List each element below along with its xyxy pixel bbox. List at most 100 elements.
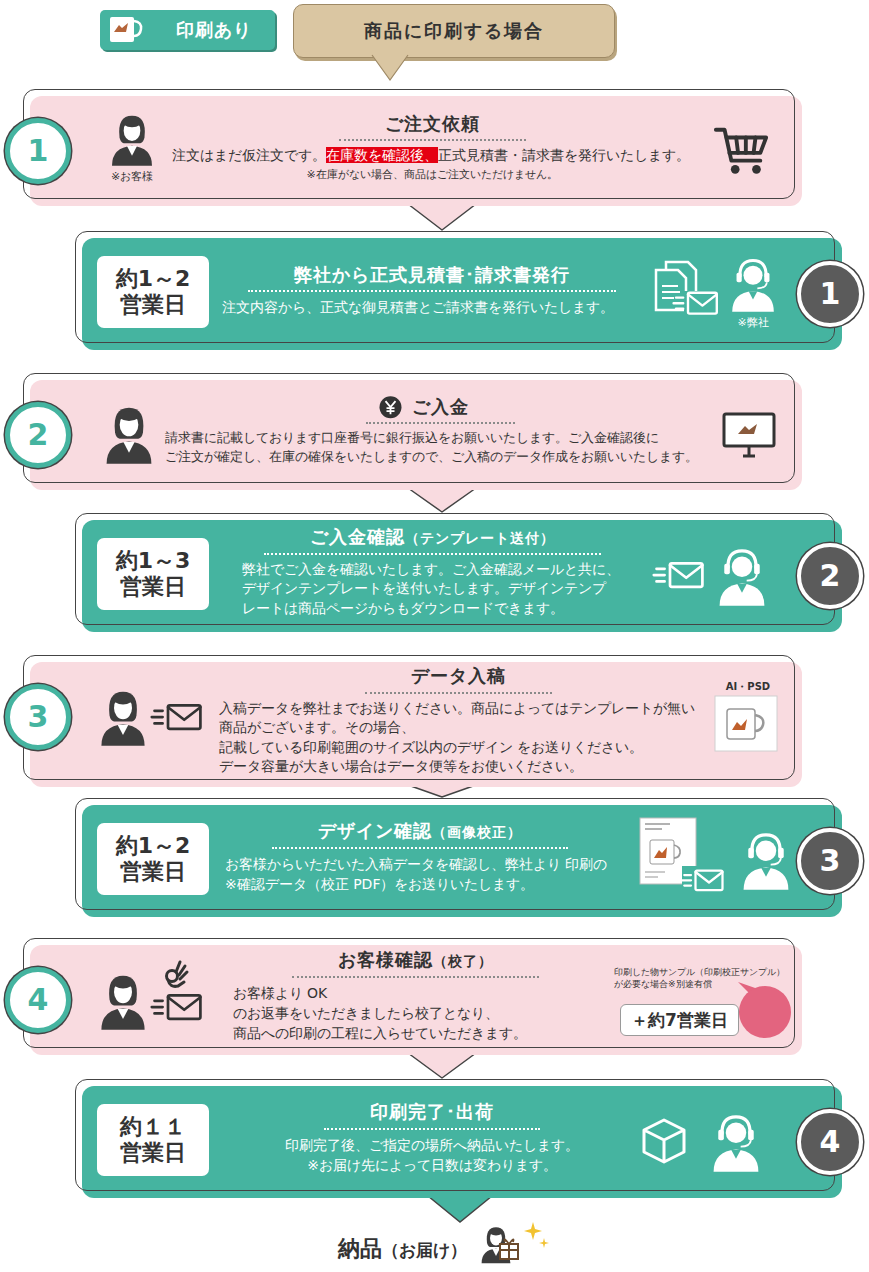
- mail-icon: [152, 995, 201, 1018]
- customer-step-band: ご入金請求書に記載しております口座番号に銀行振込をお願いいたします。ご入金確認後…: [30, 380, 802, 490]
- step-title: デザイン確認（画像校正）: [272, 820, 568, 849]
- documents-icon: [684, 291, 718, 315]
- highlight-run: 在庫数を確認後、: [326, 147, 438, 163]
- text-run: 注文はまだ仮注文です。: [172, 147, 326, 163]
- extra-days-box: ＋約7営業日: [620, 1004, 739, 1036]
- end-notch: [428, 1196, 492, 1222]
- customer-icon: [112, 116, 152, 166]
- staff-icon: [714, 1117, 759, 1172]
- mug-icon: [114, 23, 128, 32]
- text-column: ご入金確認（テンプレート送付）弊社でご入金を確認いたします。ご入金確認メールと共…: [132, 526, 732, 618]
- customer-step-number: 3: [5, 684, 71, 750]
- bubble-tail: [372, 55, 408, 80]
- proof-pdf-thumbnail: [674, 845, 680, 858]
- step-number-text: 3: [820, 846, 841, 876]
- mug-icon: [110, 17, 141, 42]
- text-column: 弊社から正式見積書･請求書発行注文内容から、正式な御見積書とご請求書を発行いたし…: [132, 264, 732, 318]
- extra-days-text: ＋約7営業日: [631, 1009, 728, 1031]
- customer-step-band: お客様確認（校了） お客様より OK のお返事をいただきましたら校了となり、 商品…: [30, 945, 802, 1055]
- proof-pdf-thumbnail: [645, 824, 670, 829]
- pink-dot-callout: [739, 986, 791, 1038]
- text-holder: ※弊社: [726, 316, 780, 331]
- step-title: 弊社から正式見積書･請求書発行: [248, 264, 616, 293]
- mug-sample-image: [715, 696, 777, 751]
- gift-icon: [500, 1244, 518, 1259]
- step-title: ご入金: [366, 396, 515, 425]
- customer-icon: [482, 1227, 511, 1263]
- box-icon: [644, 1120, 684, 1162]
- company-step-number: 2: [797, 543, 863, 609]
- sample-note: 印刷した物サンプル（印刷校正サンプル） が必要な場合※別途有償: [614, 966, 792, 990]
- duration-text: 約1～2 営業日: [105, 266, 201, 319]
- gift-icon: [500, 1239, 518, 1259]
- staff-icon: [732, 261, 774, 312]
- text-column: 印刷完了･出荷印刷完了後、ご指定の場所へ納品いたします。 ※お届け先によって日数…: [132, 1101, 732, 1175]
- step-title: ご注文依頼: [339, 113, 526, 142]
- proof-pdf-thumbnail: [682, 866, 726, 894]
- monitor-icon: [724, 414, 774, 446]
- customer-step-number: 4: [5, 967, 71, 1033]
- mail-icon: [682, 871, 723, 891]
- end-label: 納品（お届け）: [338, 1234, 467, 1264]
- band-outline: [23, 373, 795, 483]
- mail-icon: [654, 563, 703, 586]
- step-body: 注文内容から、正式な御見積書とご請求書を発行いたします。: [222, 297, 642, 317]
- text-run: 納品: [338, 1236, 382, 1261]
- proof-pdf-thumbnail: [654, 847, 667, 858]
- customer-icon: [101, 976, 144, 1030]
- customer-icon: [101, 692, 144, 746]
- icon-caption: ※お客様: [100, 170, 164, 185]
- text-column: デザイン確認（画像校正） お客様からいただいた入稿データを確認し、弊社より 印刷の…: [120, 820, 720, 894]
- gift-icon: [505, 1239, 514, 1244]
- documents-icon: [662, 286, 680, 298]
- proof-pdf-thumbnail: [650, 840, 674, 864]
- company-step-number: 3: [797, 828, 863, 894]
- step-note: ※在庫がない場合、商品はご注文いただけません。: [306, 168, 557, 182]
- text-column: ご注文依頼注文はまだ仮注文です。在庫数を確認後、正式見積書・請求書を発行いたしま…: [132, 113, 732, 182]
- ok-hand-icon: [167, 962, 188, 986]
- customer-step-number: 1: [5, 118, 71, 184]
- step-title: データ入稿: [365, 665, 552, 694]
- step-title: お客様確認（校了）: [292, 949, 539, 978]
- duration-text: 約1～3 営業日: [105, 548, 201, 601]
- step-body: 注文はまだ仮注文です。在庫数を確認後、正式見積書・請求書を発行いたします。: [172, 146, 692, 166]
- ok-hand-icon: [176, 962, 187, 979]
- header-text: 商品に印刷する場合: [364, 19, 544, 43]
- customer-icon: [107, 408, 152, 464]
- step-body: お客様より OK のお返事をいただきましたら校了となり、 商品への印刷の工程に入…: [233, 983, 598, 1044]
- text-run: デザイン確認: [318, 820, 432, 841]
- pink-dot-callout: [738, 982, 758, 994]
- header-bubble: 商品に印刷する場合: [293, 4, 615, 58]
- text-run: （校了）: [433, 953, 493, 969]
- yen-icon: [380, 396, 402, 418]
- step-number-text: 2: [820, 561, 841, 591]
- step-body: お客様からいただいた入稿データを確認し、弊社より 印刷の※確認データ（校正 PD…: [225, 854, 615, 895]
- flow-notch: [408, 488, 476, 512]
- customer-step-band: ご注文依頼注文はまだ仮注文です。在庫数を確認後、正式見積書・請求書を発行いたしま…: [30, 96, 802, 206]
- text-holder: AI・PSD: [716, 680, 780, 694]
- step-number-text: 1: [820, 279, 841, 309]
- ok-hand-icon: [167, 971, 178, 982]
- text-holder: 印刷した物サンプル（印刷校正サンプル） が必要な場合※別途有償: [614, 966, 792, 990]
- text-run: （テンプレート送付）: [405, 530, 555, 546]
- step-body: 弊社でご入金を確認いたします。ご入金確認メールと共に、 デザインテンプレートを送…: [242, 560, 622, 619]
- duration-box: 約1～2 営業日: [97, 256, 209, 328]
- company-step-band: ご入金確認（テンプレート送付）弊社でご入金を確認いたします。ご入金確認メールと共…: [82, 520, 842, 632]
- step-number-text: 2: [28, 420, 49, 450]
- step-body: 印刷完了後、ご指定の場所へ納品いたします。 ※お届け先によって日数は変わります。: [277, 1135, 587, 1176]
- mug-icon: [110, 17, 134, 42]
- step-number-text: 4: [820, 1127, 841, 1157]
- mail-icon: [674, 293, 717, 314]
- text-run: （画像校正）: [432, 824, 522, 840]
- proof-pdf-thumbnail: [645, 872, 665, 877]
- text-column: ご入金請求書に記載しております口座番号に銀行振込をお願いいたします。ご入金確認後…: [140, 396, 740, 467]
- documents-icon: [656, 270, 686, 310]
- company-step-number: 4: [797, 1109, 863, 1175]
- duration-text: 約１１ 営業日: [105, 1114, 201, 1167]
- mug-sample-image: [755, 715, 763, 731]
- step-title: 印刷完了･出荷: [324, 1101, 540, 1130]
- staff-icon: [744, 835, 789, 890]
- flow-notch: [408, 204, 476, 230]
- customer-step-band: データ入稿入稿データを弊社までお送りください。商品によってはテンプレートが無い …: [30, 662, 802, 787]
